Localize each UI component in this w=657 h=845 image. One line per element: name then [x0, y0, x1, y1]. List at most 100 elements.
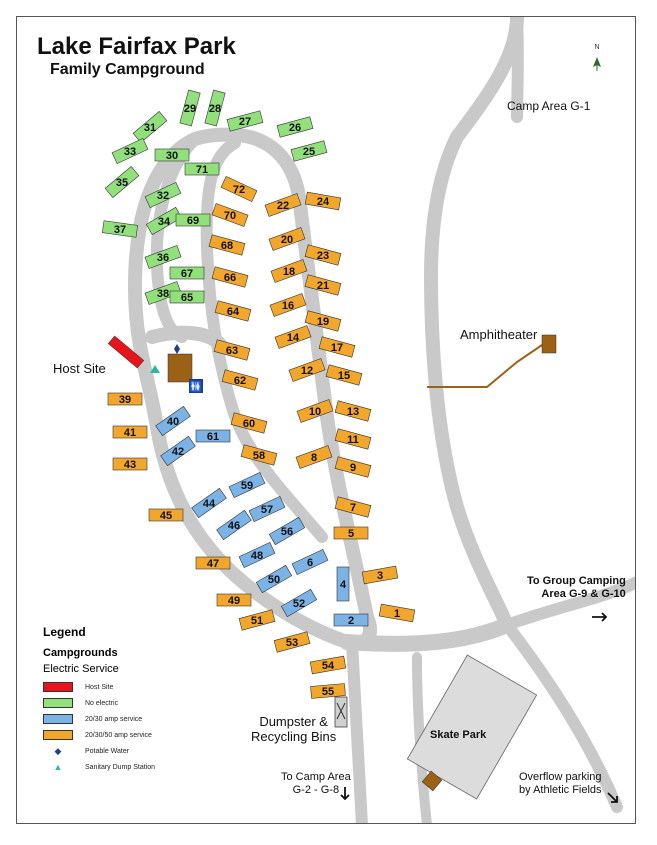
arrow-right-icon [592, 612, 608, 622]
campsite-58: 58 [240, 444, 278, 466]
campsite-pad [280, 588, 318, 618]
label-dumpster: Dumpster & Recycling Bins [251, 714, 337, 744]
campsite-pad [378, 603, 416, 623]
campsite-pad [230, 412, 268, 434]
campsite-12: 12 [288, 358, 326, 382]
campsite-68: 68 [208, 234, 246, 256]
legend-item: 20/30/50 amp service [43, 729, 152, 741]
campsite-number: 11 [347, 434, 359, 446]
campsite-46: 46 [216, 509, 252, 541]
campsite-72: 72 [220, 175, 258, 203]
legend-swatch [43, 730, 73, 740]
campsite-pad [310, 683, 346, 699]
campsite-number: 50 [268, 574, 280, 586]
campsite-number: 62 [234, 375, 246, 387]
campsite-pad [195, 429, 231, 443]
campsite-number: 57 [261, 504, 273, 516]
label-camp-area-south: To Camp Area G-2 - G-8 [281, 771, 351, 796]
campsite-number: 63 [226, 345, 238, 357]
campsite-39: 39 [107, 392, 143, 406]
campsite-number: 18 [283, 266, 295, 278]
campsite-pad [268, 227, 306, 251]
campsite-22: 22 [264, 193, 302, 217]
legend-item: ◆Potable Water [43, 745, 130, 757]
campsite-37: 37 [101, 220, 139, 238]
campsite-number: 6 [307, 557, 313, 569]
campsite-pad [304, 274, 342, 296]
campsite-pad [216, 593, 252, 607]
water-icon: ◆ [54, 745, 62, 756]
campsite-number: 54 [322, 660, 335, 672]
campsite-pad [333, 526, 369, 540]
campsite-number: 40 [167, 416, 179, 428]
campsite-pad [104, 166, 140, 198]
south-junction-road [339, 617, 515, 652]
campsite-50: 50 [255, 564, 293, 594]
label-skate-park: Skate Park [430, 729, 487, 741]
campsite-20: 20 [268, 227, 306, 251]
campsite-pad [112, 425, 148, 439]
campsite-pad [144, 181, 182, 209]
legend-label: 20/30 amp service [85, 715, 143, 723]
campsite-number: 28 [209, 103, 221, 115]
campsite-number: 67 [181, 268, 193, 280]
restroom-glyph: 🚻 [190, 380, 202, 393]
campsite-64: 64 [214, 300, 252, 322]
campsite-pad [336, 566, 350, 602]
campsite-pad [169, 266, 205, 280]
southeast-road [501, 619, 623, 813]
campsite-number: 36 [157, 252, 169, 264]
campsite-number: 29 [184, 103, 196, 115]
east-road [501, 576, 635, 631]
campsite-pad [296, 399, 334, 423]
campsite-pad [228, 471, 266, 499]
campsite-number: 49 [228, 595, 240, 607]
campsite-61: 61 [195, 429, 231, 443]
campsite-pad [144, 281, 182, 305]
campsite-19: 19 [304, 310, 342, 332]
campsite-pad [214, 300, 252, 322]
campsite-36: 36 [144, 245, 182, 269]
campsite-pad [309, 655, 347, 675]
campsite-number: 38 [157, 288, 169, 300]
campsite-pad [111, 137, 149, 165]
campsite-3: 3 [361, 565, 399, 585]
dump-icon: ▲ [53, 762, 63, 772]
campsite-number: 27 [239, 116, 251, 128]
campsite-number: 30 [166, 150, 178, 162]
campsite-14: 14 [274, 325, 312, 349]
dump-station-icon [150, 365, 160, 373]
campsite-45: 45 [148, 508, 184, 522]
campsite-number: 25 [303, 146, 315, 158]
campsite-number: 37 [114, 224, 126, 236]
campsite-number: 59 [241, 480, 253, 492]
campsite-number: 48 [251, 550, 263, 562]
campsite-38: 38 [144, 281, 182, 305]
campsite-pad [101, 220, 139, 238]
campsite-pad [334, 496, 372, 518]
campsite-pad [290, 140, 328, 162]
campsite-54: 54 [309, 655, 347, 675]
campsite-53: 53 [273, 631, 311, 653]
campsite-number: 39 [119, 394, 131, 406]
campsite-pad [291, 548, 329, 576]
legend-item: No electric [43, 697, 118, 709]
map-title: Lake Fairfax Park [37, 33, 236, 60]
campsite-63: 63 [213, 339, 251, 361]
legend-electric-service: Electric Service [43, 663, 119, 675]
legend-swatch [43, 698, 73, 708]
campsite-23: 23 [304, 244, 342, 266]
campsite-pad [221, 369, 259, 391]
campsite-52: 52 [280, 588, 318, 618]
campsite-pad [208, 234, 246, 256]
label-group-camping: To Group Camping Area G-9 & G-10 [527, 575, 626, 600]
restroom-icon [189, 379, 203, 393]
legend-item: Host Site [43, 681, 113, 693]
campsite-number: 4 [340, 579, 347, 591]
campsite-number: 65 [181, 292, 193, 304]
arrow-down-right-icon [607, 792, 618, 803]
campsite-number: 61 [207, 431, 219, 443]
campsite-number: 52 [293, 598, 305, 610]
campsite-51: 51 [238, 609, 276, 631]
campsite-1: 1 [378, 603, 416, 623]
